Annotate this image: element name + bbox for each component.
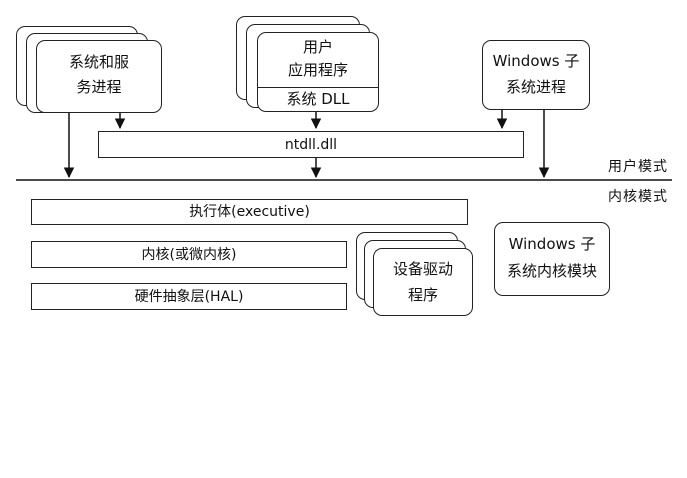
system-dll-divider xyxy=(258,87,378,88)
windows-subsystem-label-1: Windows 子 xyxy=(492,52,580,70)
user-apps-label-1: 用户 xyxy=(302,38,333,56)
system-services-label-2: 务进程 xyxy=(76,78,122,96)
executive-box: 执行体(executive) xyxy=(31,199,468,225)
windows-subsystem-kernel-module-box: Windows 子 系统内核模块 xyxy=(494,222,610,296)
user-apps-label-2: 应用程序 xyxy=(287,61,348,79)
kernel-label: 内核(或微内核) xyxy=(141,247,237,263)
executive-label: 执行体(executive) xyxy=(189,204,310,220)
system-dll-label: 系统 DLL xyxy=(286,90,350,108)
ntdll-label: ntdll.dll xyxy=(284,137,338,153)
windows-subsystem-process-box: Windows 子 系统进程 xyxy=(482,40,590,110)
ntdll-box: ntdll.dll xyxy=(98,131,524,158)
system-services-box: 系统和服 务进程 xyxy=(36,40,162,113)
system-services-label-1: 系统和服 xyxy=(68,53,129,71)
hal-box: 硬件抽象层(HAL) xyxy=(31,283,347,310)
user-mode-label: 用户模式 xyxy=(608,159,668,175)
kernel-box: 内核(或微内核) xyxy=(31,241,347,268)
device-drivers-label-1: 设备驱动 xyxy=(392,260,453,278)
user-apps-box: 用户 应用程序 系统 DLL xyxy=(257,32,379,112)
win32k-label-1: Windows 子 xyxy=(508,235,596,253)
hal-label: 硬件抽象层(HAL) xyxy=(134,289,244,305)
windows-subsystem-label-2: 系统进程 xyxy=(505,78,566,96)
win32k-label-2: 系统内核模块 xyxy=(506,262,597,280)
kernel-mode-label: 内核模式 xyxy=(608,189,668,205)
device-drivers-label-2: 程序 xyxy=(407,286,438,304)
device-drivers-box: 设备驱动 程序 xyxy=(373,248,473,316)
